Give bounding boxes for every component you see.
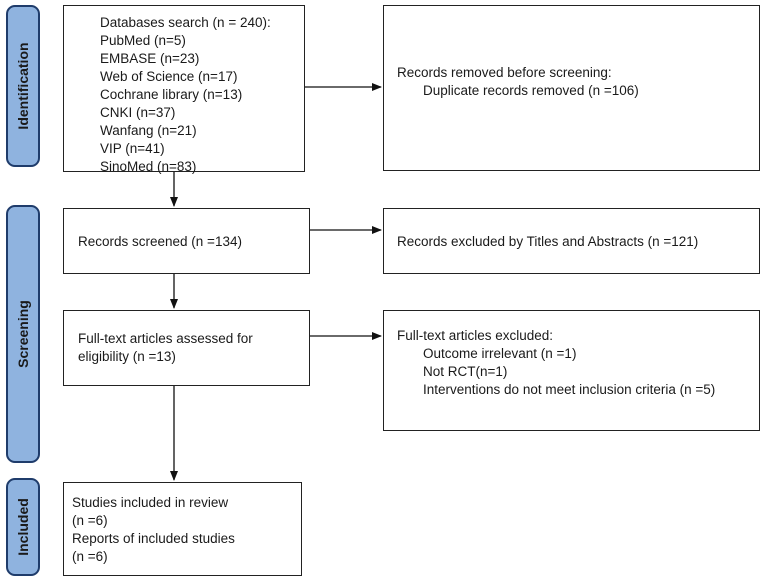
fulltext-assessed-line1: Full-text articles assessed for: [78, 331, 253, 346]
source-vip: VIP (n=41): [100, 141, 165, 156]
records-excluded-box: Records excluded by Titles and Abstracts…: [383, 208, 760, 274]
excluded-not-rct: Not RCT(n=1): [423, 364, 508, 379]
phase-included: Included: [6, 478, 40, 576]
fulltext-excluded-box: Full-text articles excluded: Outcome irr…: [383, 310, 760, 431]
excluded-interventions: Interventions do not meet inclusion crit…: [423, 382, 716, 397]
studies-included-box: Studies included in review (n =6) Report…: [63, 482, 302, 576]
duplicates-removed: Duplicate records removed (n =106): [423, 83, 639, 98]
fulltext-excluded-title: Full-text articles excluded:: [397, 328, 554, 343]
fulltext-assessed-box: Full-text articles assessed for eligibil…: [63, 310, 310, 386]
studies-included-line4: (n =6): [72, 549, 108, 564]
records-screened-text: Records screened (n =134): [78, 234, 242, 249]
records-removed-box: Records removed before screening: Duplic…: [383, 5, 760, 171]
source-web-of-science: Web of Science (n=17): [100, 69, 238, 84]
source-sinomed: SinoMed (n=83): [100, 159, 197, 174]
phase-identification: Identification: [6, 5, 40, 167]
studies-included-line1: Studies included in review: [72, 495, 229, 510]
databases-search-box: Databases search (n = 240): PubMed (n=5)…: [63, 5, 305, 174]
phase-screening: Screening: [6, 205, 40, 463]
studies-included-line3: Reports of included studies: [72, 531, 235, 546]
records-screened-box: Records screened (n =134): [63, 208, 310, 274]
source-wanfang: Wanfang (n=21): [100, 123, 197, 138]
studies-included-line2: (n =6): [72, 513, 108, 528]
source-embase: EMBASE (n=23): [100, 51, 200, 66]
excluded-outcome-irrelevant: Outcome irrelevant (n =1): [423, 346, 577, 361]
fulltext-assessed-line2: eligibility (n =13): [78, 349, 176, 364]
source-cochrane: Cochrane library (n=13): [100, 87, 243, 102]
records-removed-title: Records removed before screening:: [397, 65, 612, 80]
records-excluded-text: Records excluded by Titles and Abstracts…: [397, 234, 699, 249]
source-cnki: CNKI (n=37): [100, 105, 176, 120]
source-pubmed: PubMed (n=5): [100, 33, 186, 48]
databases-search-title: Databases search (n = 240):: [100, 15, 271, 30]
